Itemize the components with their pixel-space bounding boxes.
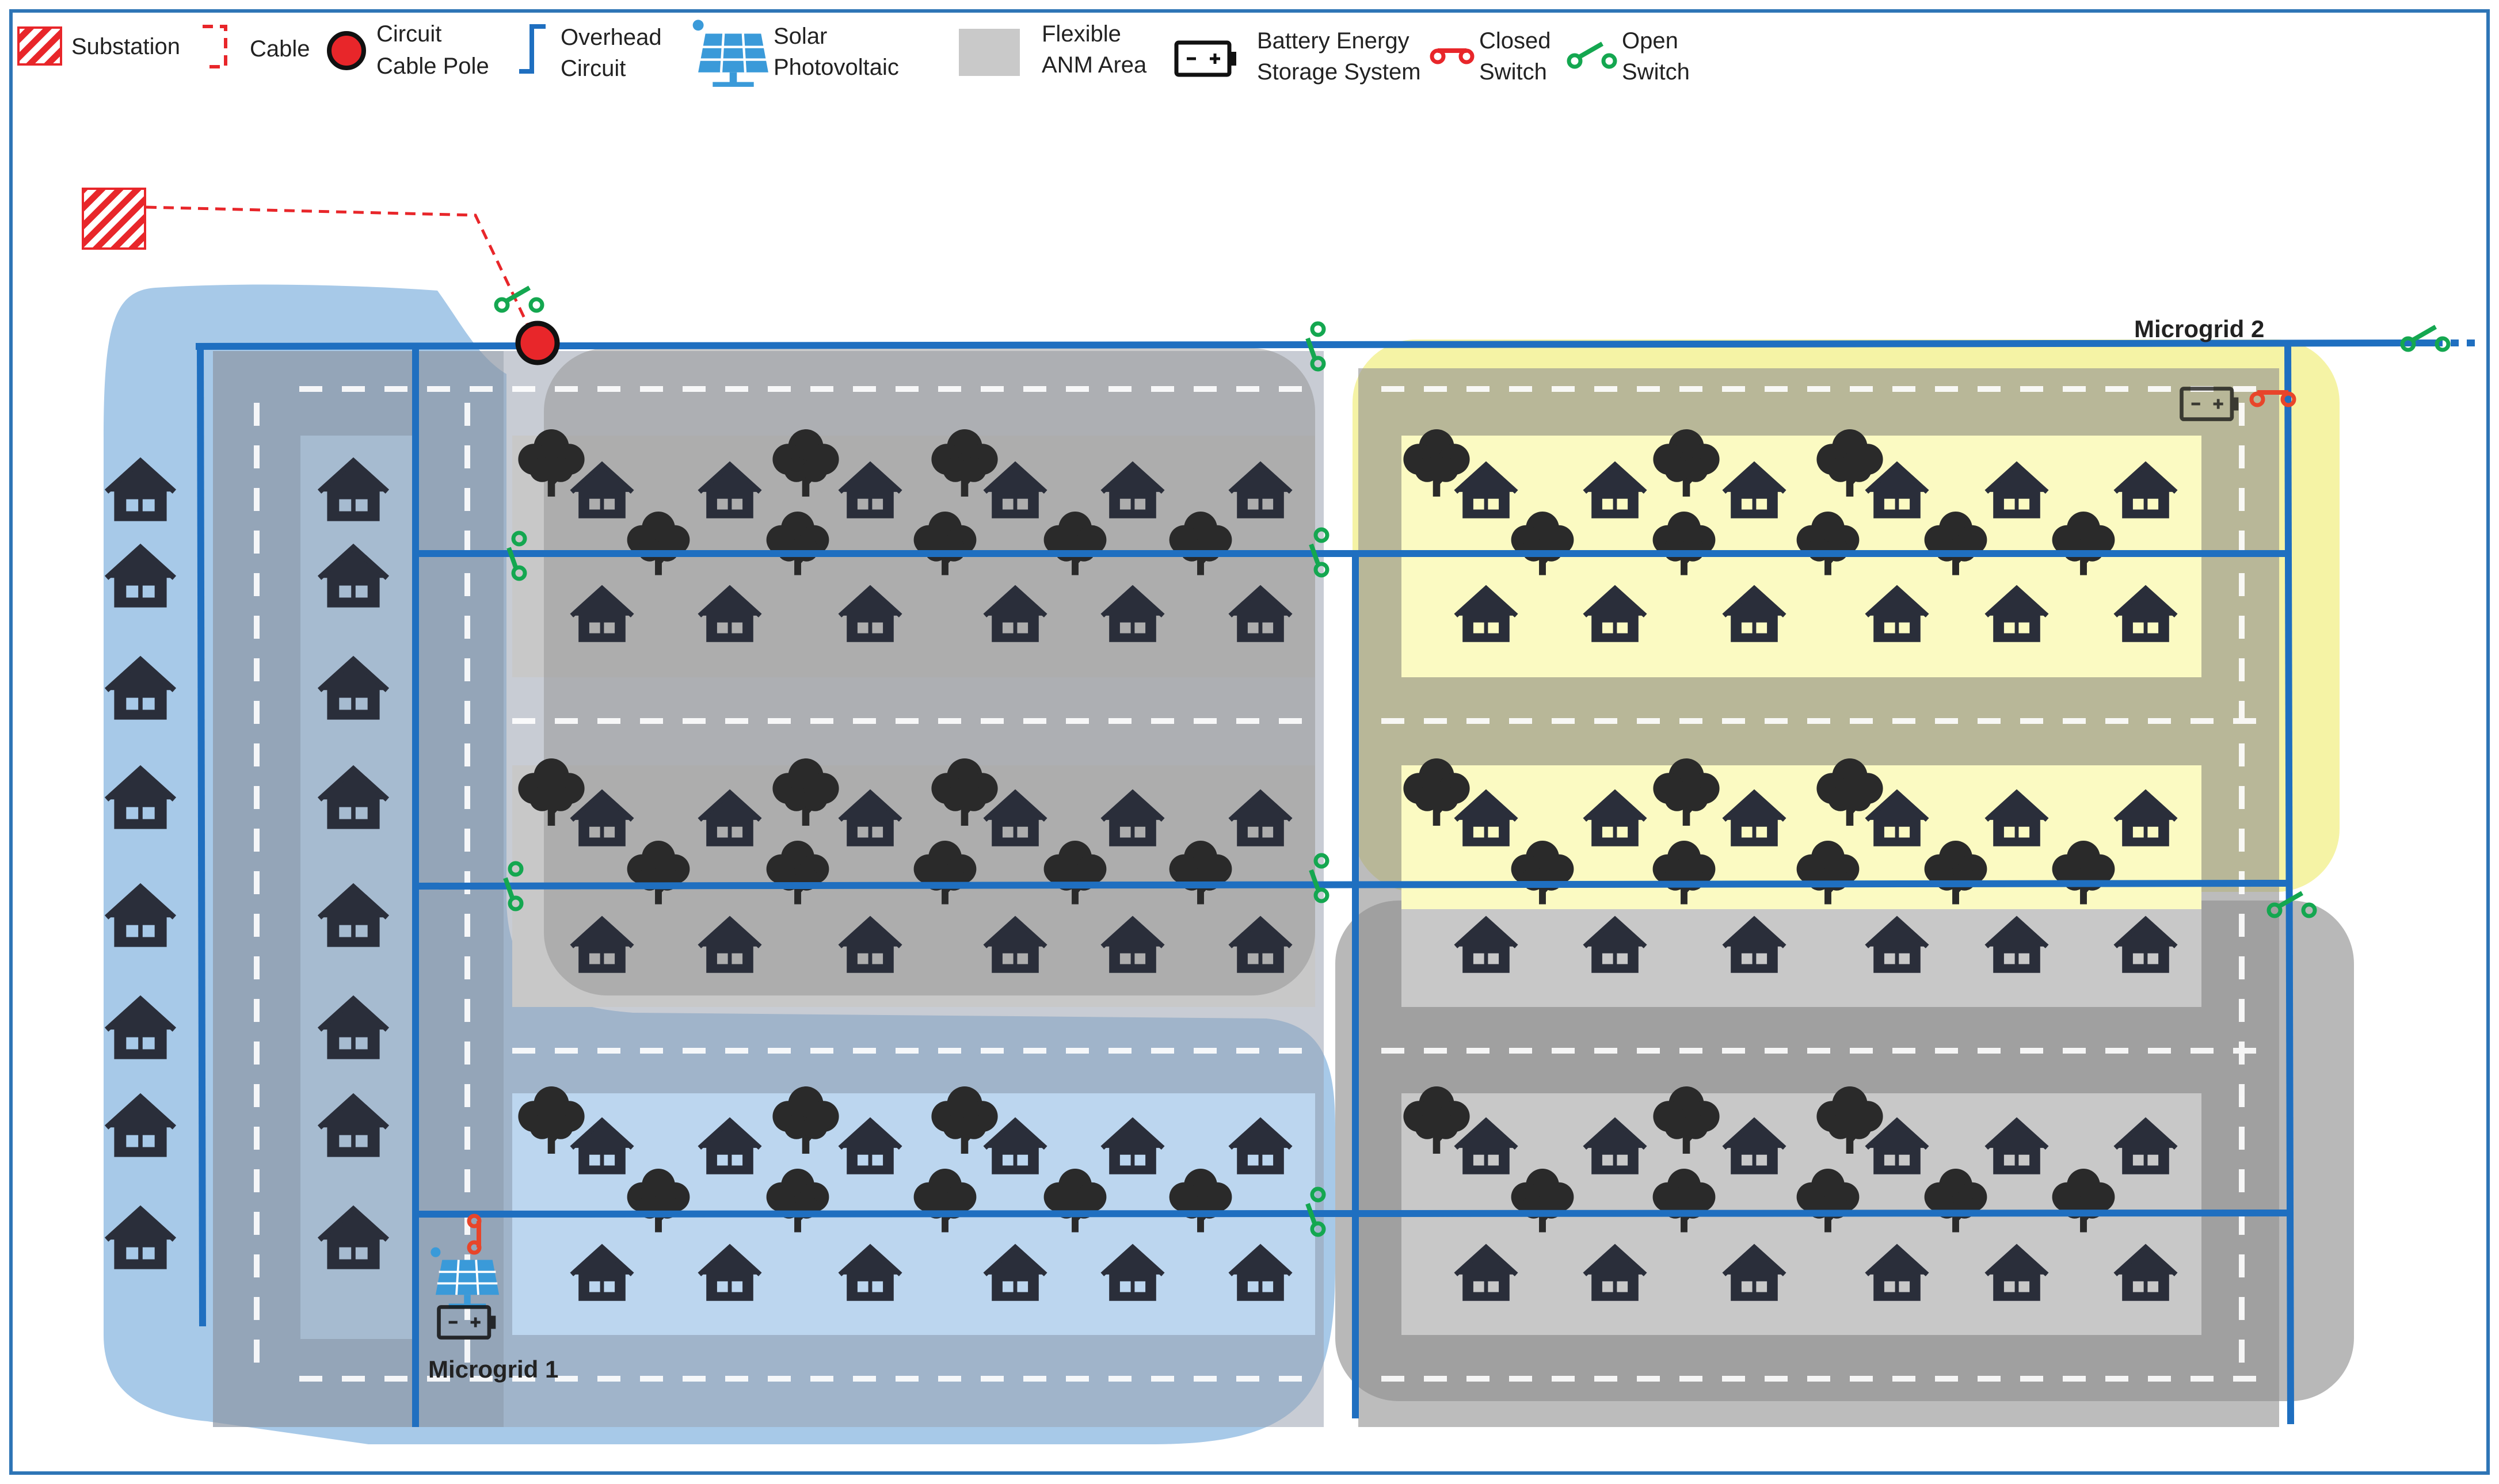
legend-closed-label-1: Closed [1479,28,1551,54]
overhead-circuits [195,339,2435,1427]
legend-open-label-1: Open [1622,28,1678,54]
legend-open-label-2: Switch [1622,59,1690,85]
legend-overhead-label-2: Circuit [561,56,626,81]
open-switch-icon [1569,44,1615,67]
pole-icon [327,31,366,70]
legend-pole-label-2: Cable Pole [376,54,489,79]
battery-icon [1176,43,1236,75]
legend-cable-label: Cable [250,36,310,62]
anm-area-icon [959,29,1020,76]
legend-solar-label-2: Photovoltaic [774,55,899,80]
legend-substation-label: Substation [71,34,180,59]
closed-switch [2249,390,2296,407]
cable-icon [203,25,227,68]
overhead-icon [519,24,546,74]
microgrid-2-label: Microgrid 2 [2134,315,2264,342]
legend-overhead-label-1: Overhead [561,25,662,50]
legend-solar-label-1: Solar [774,24,827,49]
solar-icon [693,20,768,87]
legend-bess-label-2: Storage System [1257,59,1421,85]
microgrid-1-label: Microgrid 1 [428,1356,558,1383]
substation [82,188,146,250]
substation-icon [17,26,62,66]
legend-closed-label-2: Switch [1479,59,1547,85]
legend-anm-label-1: Flexible [1042,21,1121,47]
legend-anm-label-2: ANM Area [1042,52,1147,78]
legend-bess-label-1: Battery Energy [1257,28,1410,54]
open-switch [496,288,542,311]
closed-switch-icon [1430,48,1475,64]
switches [467,288,2448,1255]
closed-switch [467,1214,482,1255]
legend: Substation Cable Circuit Cable Pole Over… [17,20,1690,87]
circuit-cable-pole [515,321,560,365]
legend-pole-label-1: Circuit [376,21,441,47]
